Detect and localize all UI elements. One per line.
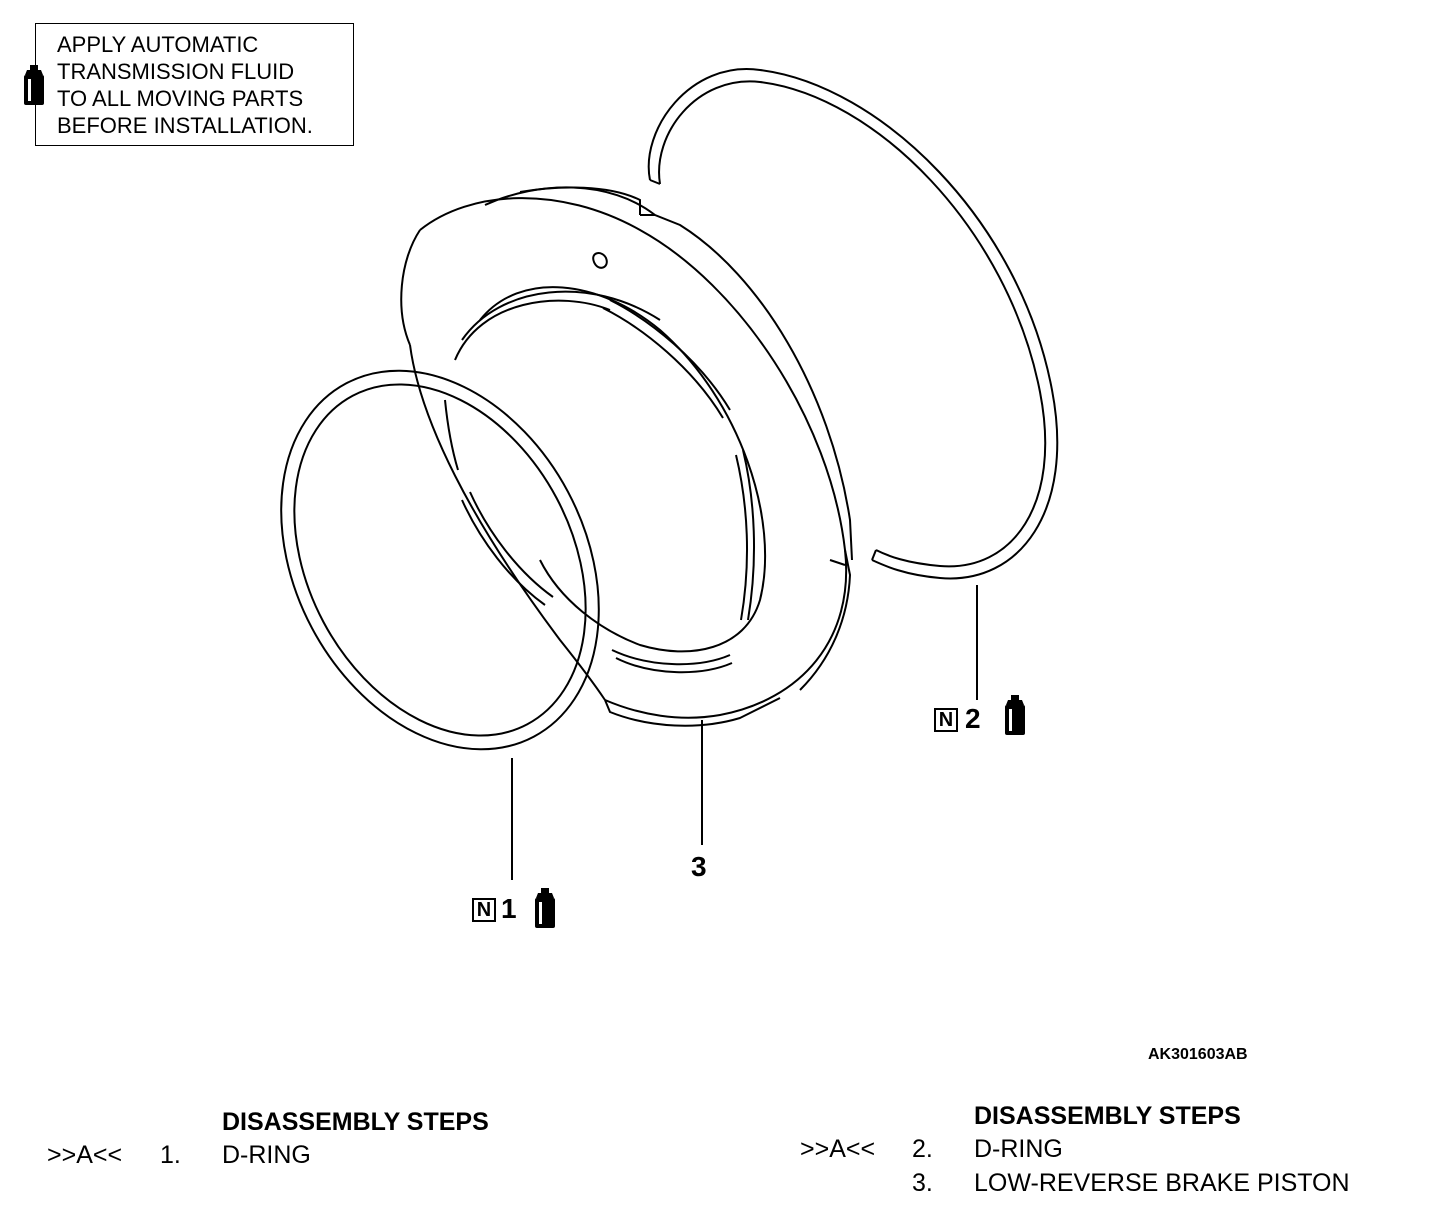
fluid-bottle-icon-2	[1005, 695, 1025, 735]
step-marker: >>A<<	[47, 1141, 123, 1169]
d-ring-outer	[647, 68, 1059, 580]
note-line-4: BEFORE INSTALLATION.	[57, 113, 313, 138]
low-reverse-brake-piston	[400, 186, 853, 727]
callout-number-1: 1	[501, 893, 517, 924]
callout-number-3: 3	[691, 851, 707, 882]
step-label: LOW-REVERSE BRAKE PISTON	[974, 1169, 1350, 1197]
note-box	[35, 23, 354, 146]
steps-title-right: DISASSEMBLY STEPS	[974, 1102, 1241, 1130]
fluid-bottle-icon-1	[535, 888, 555, 928]
steps-title-left: DISASSEMBLY STEPS	[222, 1108, 489, 1136]
note-line-2: TRANSMISSION FLUID	[57, 59, 295, 84]
step-number: 3.	[912, 1169, 933, 1197]
callout-number-2: 2	[965, 703, 981, 734]
step-label: D-RING	[222, 1141, 311, 1169]
step-number: 1.	[160, 1141, 181, 1169]
non-reusable-badge-1: N	[472, 898, 496, 922]
step-label: D-RING	[974, 1135, 1063, 1163]
step-number: 2.	[912, 1135, 933, 1163]
non-reusable-badge-2: N	[934, 708, 958, 732]
step-marker: >>A<<	[800, 1135, 876, 1163]
d-ring-inner	[280, 369, 600, 751]
note-line-3: TO ALL MOVING PARTS	[57, 86, 304, 111]
note-line-1: APPLY AUTOMATIC	[57, 32, 259, 57]
figure-reference-code: AK301603AB	[1148, 1046, 1248, 1063]
